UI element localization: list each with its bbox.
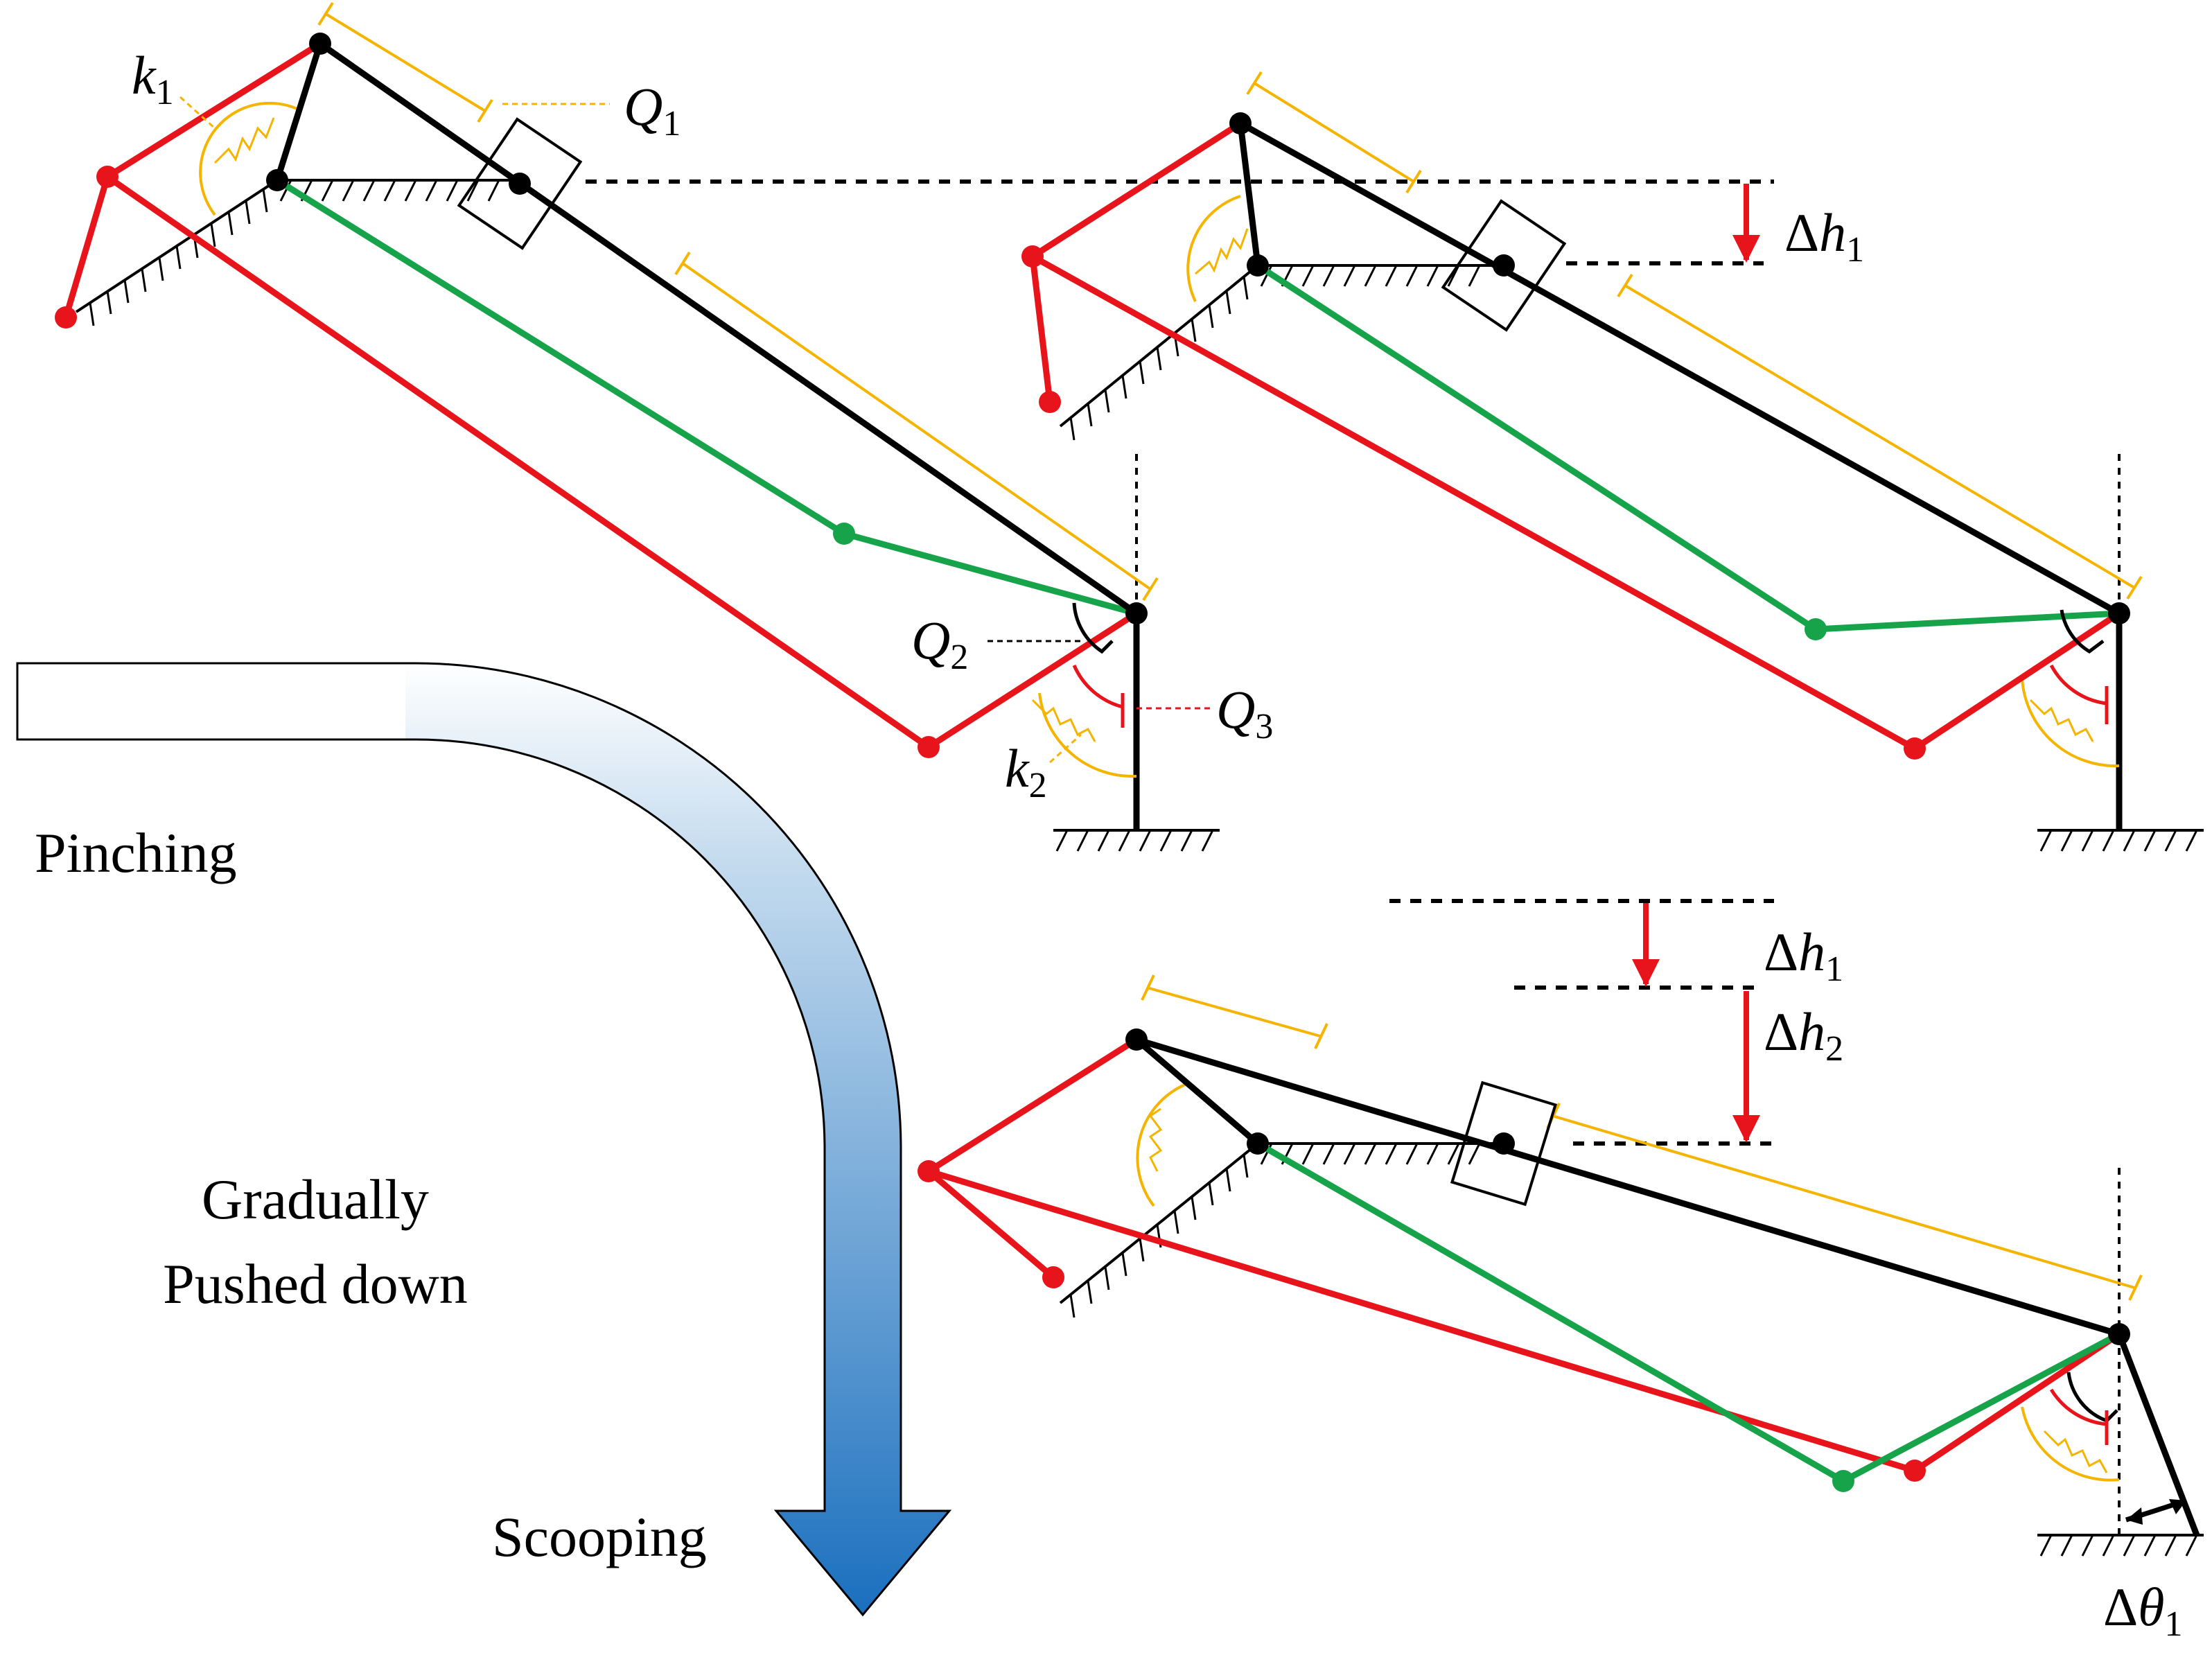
phase-label-pinching: Pinching (35, 821, 237, 884)
label-Q3: Q3 (1216, 679, 1273, 746)
phase-label-gradually: Gradually (202, 1168, 429, 1231)
label-Q2: Q2 (911, 610, 968, 677)
label-dtheta1: Δθ1 (2103, 1577, 2183, 1644)
label-dh1-top: Δh1 (1784, 202, 1864, 270)
config-3-scooping (918, 974, 2204, 1557)
config-1-pinching (55, 1, 1220, 852)
label-k1: k1 (132, 45, 174, 112)
label-dh1-bottom: Δh1 (1764, 922, 1843, 989)
phase-arrow (16, 662, 952, 1617)
config-2-pinching (1021, 71, 2204, 852)
ground-hatch (75, 179, 520, 326)
label-k2: k2 (1005, 738, 1047, 805)
label-dh2: Δh2 (1764, 1001, 1843, 1069)
label-Q1: Q1 (624, 76, 681, 143)
phase-label-scooping: Scooping (492, 1505, 707, 1568)
phase-label-pushed-down: Pushed down (163, 1252, 468, 1315)
